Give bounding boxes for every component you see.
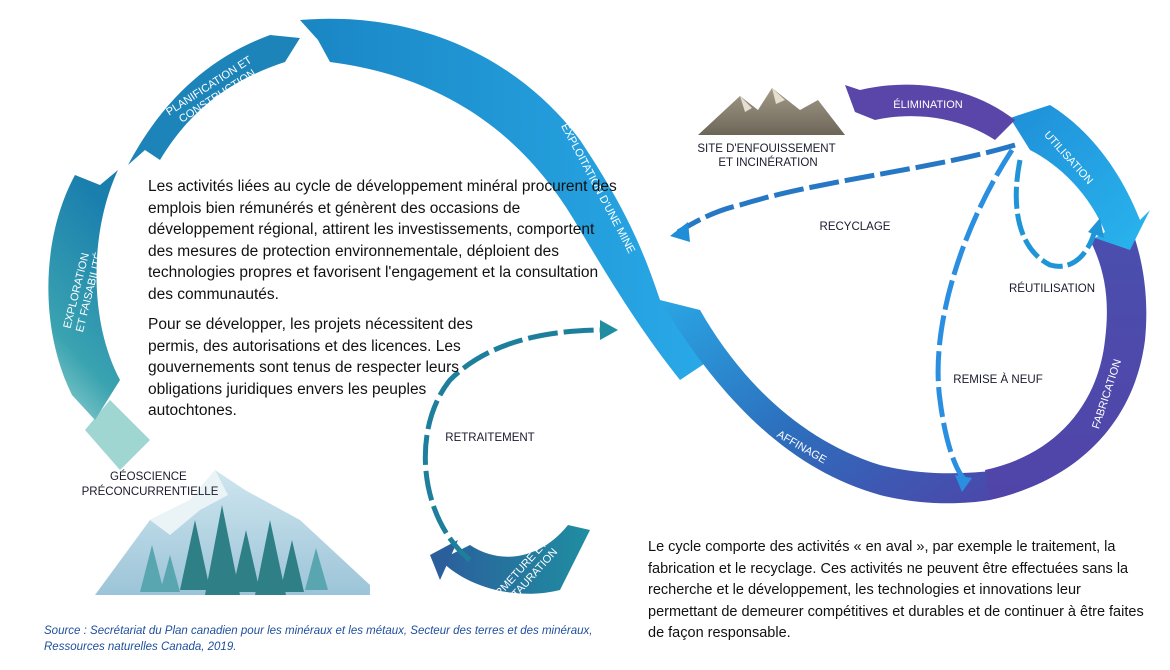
band-use: [1010, 105, 1150, 250]
label-reuse: RÉUTILISATION: [1009, 282, 1095, 295]
label-recycling: RECYCLAGE: [820, 221, 891, 233]
label-landfill: SITE D'ENFOUISSEMENT ET INCINÉRATION: [697, 143, 838, 169]
band-manufacturing: [985, 225, 1147, 500]
forest-mountain-icon: [95, 470, 370, 595]
label-reprocessing: RETRAITEMENT: [445, 432, 534, 444]
intro-paragraph: Les activités liées au cycle de développ…: [148, 178, 617, 303]
downstream-paragraph: Le cycle comporte des activités « en ava…: [648, 539, 1144, 641]
band-geoscience: [85, 400, 150, 470]
band-exploration: [48, 170, 120, 420]
closure-tail: [430, 540, 458, 580]
refurbishing-arrow: [935, 148, 1015, 482]
label-planning: PLANIFICATION ET CONSTRUCTION: [164, 53, 263, 130]
landfill-mountain-icon: [698, 88, 845, 135]
recycling-arrowhead: [670, 222, 690, 242]
band-refining: [660, 300, 1000, 504]
band-elimination: [845, 84, 1015, 140]
reprocessing-arrowhead: [600, 320, 618, 340]
label-refurbishing: REMISE À NEUF: [953, 373, 1042, 386]
permits-paragraph: Pour se développer, les projets nécessit…: [148, 316, 473, 419]
band-mine-operation: [300, 18, 710, 380]
recycling-arrow: [676, 142, 1016, 235]
refurbishing-arrowhead: [955, 475, 972, 492]
label-preconcurrent-geoscience: GÉOSCIENCE PRÉCONCURRENTIELLE: [82, 470, 219, 498]
band-planning: [128, 35, 300, 165]
reprocessing-loop: [422, 327, 606, 562]
band-closure: [440, 525, 590, 594]
label-elimination: ÉLIMINATION: [893, 98, 963, 111]
reuse-arrowhead: [1088, 218, 1104, 238]
reuse-loop: [1013, 159, 1098, 269]
source-note: Source : Secrétariat du Plan canadien po…: [44, 625, 593, 653]
